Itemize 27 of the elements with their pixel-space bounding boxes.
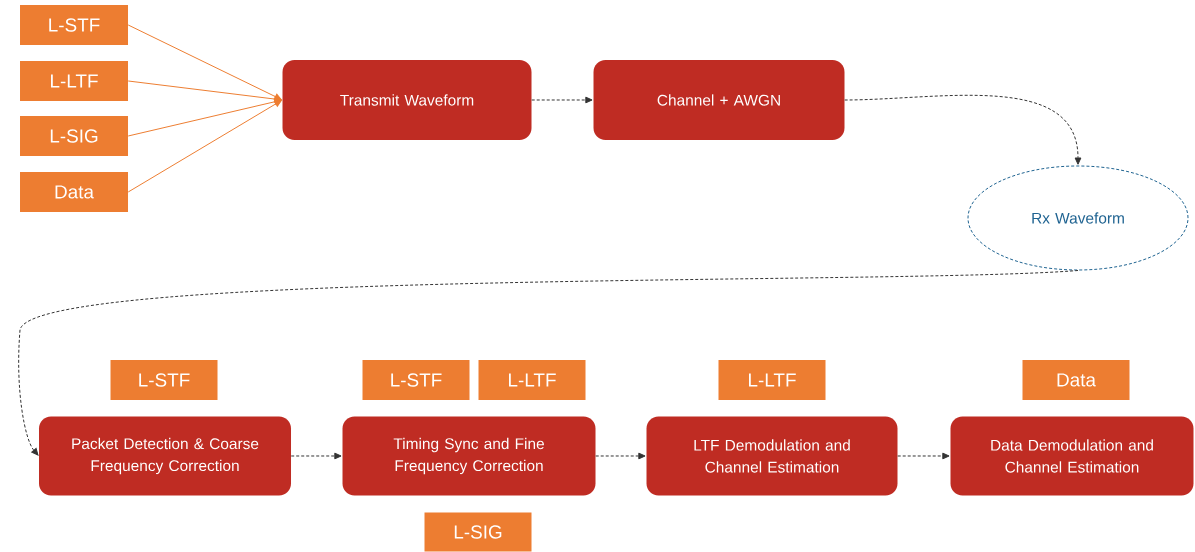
- process-box: Data Demodulation and Channel Estimation: [950, 416, 1194, 496]
- tag-box: L-SIG: [20, 116, 128, 156]
- ellipse-node: Rx Waveform: [967, 165, 1189, 271]
- tag-box: Data: [1022, 360, 1130, 400]
- process-box: Channel + AWGN: [593, 60, 845, 140]
- tag-box: Data: [20, 172, 128, 212]
- arrow: [127, 80, 282, 103]
- arrow: [18, 270, 1079, 456]
- arrow: [127, 24, 282, 100]
- arrow: [595, 452, 646, 460]
- process-box: Transmit Waveform: [282, 60, 532, 140]
- tag-box: L-SIG: [424, 512, 532, 552]
- arrow: [127, 100, 282, 193]
- arrow: [127, 98, 282, 137]
- arrow: [290, 452, 342, 460]
- arrow: [897, 452, 950, 460]
- tag-box: L-LTF: [478, 360, 586, 400]
- tag-box: L-STF: [362, 360, 470, 400]
- process-box: Timing Sync and Fine Frequency Correction: [342, 416, 596, 496]
- process-box: LTF Demodulation and Channel Estimation: [646, 416, 898, 496]
- tag-box: L-STF: [110, 360, 218, 400]
- tag-box: L-STF: [20, 5, 128, 45]
- arrow: [844, 94, 1082, 165]
- tag-box: L-LTF: [20, 61, 128, 101]
- arrow: [531, 96, 593, 104]
- tag-box: L-LTF: [718, 360, 826, 400]
- process-box: Packet Detection & Coarse Frequency Correction: [39, 416, 291, 496]
